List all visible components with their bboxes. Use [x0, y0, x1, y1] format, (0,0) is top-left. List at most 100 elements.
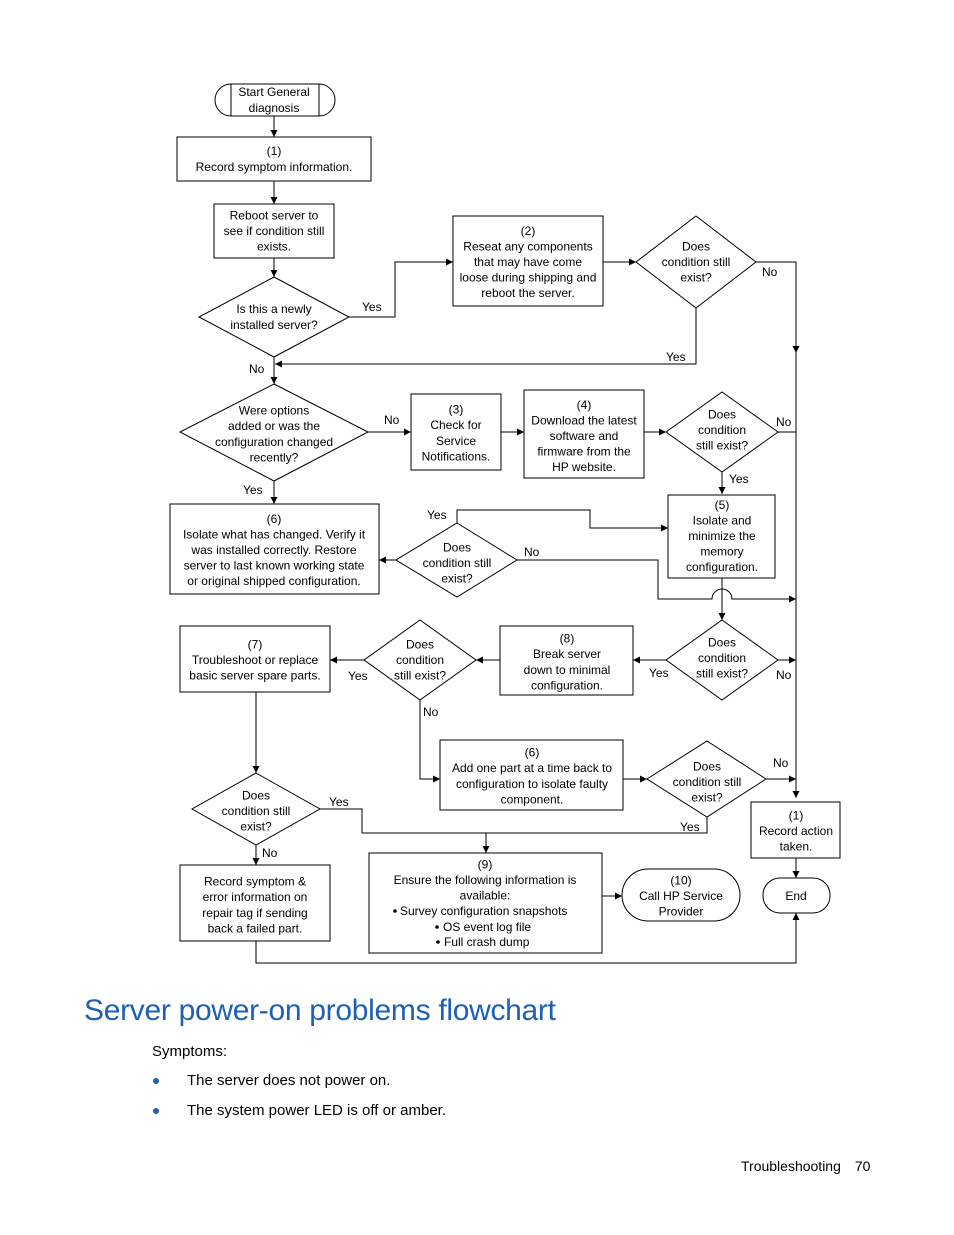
text-line: Start General: [238, 85, 309, 99]
text-line: see if condition still: [224, 224, 325, 238]
text-line: condition still: [222, 804, 291, 818]
text-line: (9): [478, 857, 493, 871]
text-line: Does: [406, 637, 434, 651]
label-yes: Yes: [348, 669, 368, 683]
text-line: configuration to isolate faulty: [456, 777, 608, 791]
label-yes: Yes: [666, 350, 686, 364]
record-action-text: (1) Record action taken.: [759, 808, 833, 853]
branch-labels: Yes No Yes No No No Yes Yes Yes No Yes N…: [243, 265, 792, 860]
start-terminal: Start General diagnosis: [214, 83, 336, 117]
text-line: Record action: [759, 824, 833, 838]
label-yes: Yes: [729, 472, 749, 486]
text-line: component.: [501, 792, 564, 806]
text-line: Troubleshoot or replace: [192, 653, 319, 667]
text-line: Were options: [239, 404, 309, 418]
text-line: End: [785, 889, 806, 903]
text-line: loose during shipping and: [460, 271, 597, 285]
text-line: Does: [693, 759, 721, 773]
text-line: exist?: [680, 271, 712, 285]
text-line: Isolate what has changed. Verify it: [183, 527, 366, 541]
label-yes: Yes: [680, 820, 700, 834]
text-line: (3): [449, 403, 464, 417]
step-9-bullet: OS event log file: [443, 920, 531, 934]
text-line: configuration.: [686, 560, 758, 574]
text-line: Reboot server to: [230, 208, 319, 222]
text-line: memory: [700, 545, 743, 559]
text-line: (2): [521, 224, 536, 238]
text-line: exist?: [441, 572, 473, 586]
decision-after-add-parts-text: Does condition still exist?: [673, 759, 742, 804]
text-line: exists.: [257, 240, 291, 254]
text-line: Does: [682, 239, 710, 253]
label-no: No: [776, 668, 792, 682]
text-line: Reseat any components: [463, 239, 592, 253]
label-no: No: [776, 415, 792, 429]
text-line: down to minimal: [524, 663, 611, 677]
step-9-bullet-list: Survey configuration snapshots OS event …: [393, 904, 567, 949]
text-line: condition still: [662, 255, 731, 269]
text-line: Download the latest: [531, 413, 637, 427]
start-text: Start General diagnosis: [238, 85, 309, 115]
symptoms-label: Symptoms:: [152, 1043, 228, 1060]
text-line: Break server: [533, 647, 601, 661]
text-line: Service: [436, 434, 476, 448]
text-line: (8): [560, 632, 575, 646]
text-line: condition still: [673, 775, 742, 789]
decision-after-step-2-text: Does condition still exist?: [662, 239, 731, 284]
text-line: Does: [708, 407, 736, 421]
bullet-icon: [435, 925, 439, 929]
record-action-box: (1) Record action taken.: [750, 801, 841, 859]
text-line: (6): [267, 512, 282, 526]
text-line: minimize the: [688, 529, 756, 543]
text-line: Check for: [430, 418, 481, 432]
label-no: No: [762, 265, 778, 279]
text-line: still exist?: [394, 669, 446, 683]
text-line: Call HP Service: [639, 889, 723, 903]
end-text: End: [785, 889, 806, 903]
label-no: No: [524, 545, 540, 559]
step-9-bullet: Survey configuration snapshots: [400, 904, 567, 918]
text-line: repair tag if sending: [202, 906, 307, 920]
text-line: Add one part at a time back to: [452, 761, 612, 775]
text-line: still exist?: [696, 439, 748, 453]
reboot-server-box: Reboot server to see if condition still ex…: [213, 203, 335, 259]
text-line: taken.: [780, 840, 813, 854]
symptoms-list: The server does not power on. The system…: [152, 1071, 446, 1131]
text-line: still exist?: [696, 667, 748, 681]
label-yes: Yes: [329, 795, 349, 809]
text-line: diagnosis: [249, 101, 300, 115]
label-yes: Yes: [427, 508, 447, 522]
text-line: configuration changed: [215, 435, 333, 449]
text-line: condition: [698, 423, 746, 437]
label-yes: Yes: [362, 300, 382, 314]
text-line: recently?: [250, 450, 299, 464]
label-yes: Yes: [243, 483, 263, 497]
text-line: (1): [789, 808, 804, 822]
text-line: exist?: [691, 791, 723, 805]
text-line: Record symptom &: [204, 875, 306, 889]
decision-after-step-4: Does condition still exist?: [665, 391, 779, 473]
